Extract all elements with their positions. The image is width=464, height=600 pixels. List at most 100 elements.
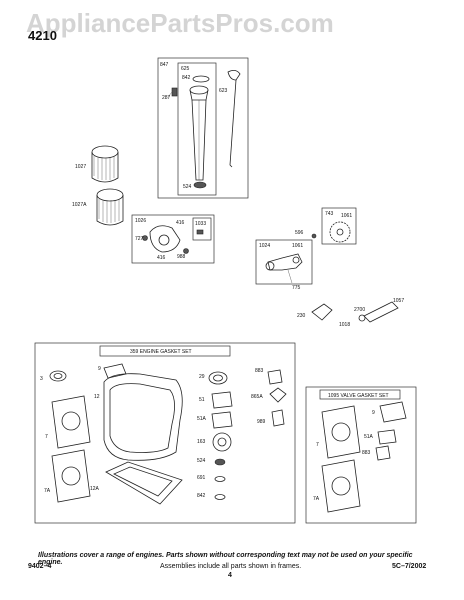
frame-847 <box>157 57 249 199</box>
gasket-883-part <box>267 369 283 385</box>
callout-1057: 1057 <box>393 298 404 304</box>
frame-359 <box>34 342 296 524</box>
tube-cap-part <box>189 85 209 95</box>
governor-shaft-part <box>292 256 300 264</box>
oil-pump-assembly: 1026 1033 416 727 416 988 <box>131 214 215 264</box>
valve-gasket-7-part <box>321 405 361 459</box>
pump-rotor-part <box>158 234 170 246</box>
label-v51A: 51A <box>364 434 374 440</box>
filter-1027-part <box>91 152 119 183</box>
label-691: 691 <box>197 475 206 481</box>
callout-1027: 1027 <box>75 164 86 170</box>
seal-29-inner <box>213 374 223 382</box>
valve-gasket-7A-bore <box>331 476 351 496</box>
filter-1027A-part <box>96 195 124 226</box>
gasket-51A-part <box>211 411 233 429</box>
gasket-865A-part <box>269 387 287 403</box>
footer-center: Assemblies include all parts shown in fr… <box>160 563 302 570</box>
label-524: 524 <box>197 458 206 464</box>
valve-gasket-7-bore <box>331 422 351 442</box>
gasket-12-part <box>103 373 183 461</box>
label-3: 3 <box>40 376 43 382</box>
callout-287: 287 <box>162 95 171 101</box>
title-box-359 <box>99 345 231 357</box>
frame-1024 <box>255 239 313 285</box>
label-v883: 883 <box>362 450 371 456</box>
seal-29-part <box>208 371 228 385</box>
title-box-1095 <box>319 389 401 400</box>
label-7A: 7A <box>44 488 51 494</box>
gasket-12-inner <box>109 383 175 453</box>
callout-1033: 1033 <box>195 221 206 227</box>
callout-1027A: 1027A <box>72 202 87 208</box>
dipstick-assembly: 847 625 842 287 623 524 <box>157 57 249 199</box>
callout-988: 988 <box>177 254 186 260</box>
callout-416-a: 416 <box>176 220 185 226</box>
gasket-163-part <box>212 432 232 452</box>
callout-625: 625 <box>181 66 190 72</box>
oil-filters: 1027 1027A <box>72 145 124 226</box>
valve-gasket-set-title: 1095 VALVE GASKET SET <box>328 393 389 399</box>
label-v9: 9 <box>372 410 375 416</box>
callout-1061-b: 1061 <box>292 243 303 249</box>
label-883: 883 <box>255 368 264 374</box>
ring-691-part <box>214 476 226 482</box>
ring-842-part <box>214 494 226 500</box>
tube-collar-part <box>189 89 209 101</box>
bolt-287-part <box>171 87 178 97</box>
valve-gasket-9-part <box>379 401 407 423</box>
gear-wheel-part <box>329 221 351 243</box>
gasket-163-inner <box>217 437 227 447</box>
engine-gasket-set-title: 359 ENGINE GASKET SET <box>130 349 192 355</box>
callout-1018: 1018 <box>339 322 350 328</box>
label-865A: 865A <box>251 394 263 400</box>
breather-230-part <box>311 303 333 321</box>
callout-743: 743 <box>325 211 334 217</box>
dipstick-tube-part <box>191 99 207 181</box>
engine-gasket-set: 359 ENGINE GASKET SET 3 9 12 7 7A 12A 29… <box>34 342 296 524</box>
gasket-7A-bore <box>61 466 81 486</box>
callout-524-top: 524 <box>183 184 192 190</box>
section-code: 4210 <box>28 28 57 43</box>
label-29: 29 <box>199 374 205 380</box>
frame-1095 <box>305 386 417 524</box>
label-163: 163 <box>197 439 206 445</box>
callout-2700: 2700 <box>354 307 365 313</box>
callout-775: 775 <box>292 285 301 291</box>
seal-3-inner <box>53 373 63 379</box>
footer-right: 5C–7/2002 <box>392 563 427 570</box>
callout-847: 847 <box>160 62 169 68</box>
footer-left: 9402–4 <box>28 563 52 570</box>
label-12A: 12A <box>90 486 100 492</box>
label-989: 989 <box>257 419 266 425</box>
gasket-7-bore <box>61 411 81 431</box>
gasket-12A-inner <box>113 466 173 497</box>
pump-housing-part <box>149 225 181 253</box>
valve-gasket-51A-part <box>377 429 397 445</box>
frame-625 <box>177 62 217 196</box>
dipstick-handle-part <box>227 70 241 81</box>
gear-assembly: 743 1061 596 1024 1061 775 <box>255 207 357 291</box>
callout-727: 727 <box>135 236 144 242</box>
governor-cup-part <box>265 261 275 271</box>
callout-1026: 1026 <box>135 218 146 224</box>
callout-842: 842 <box>182 75 191 81</box>
seal-3-part <box>49 370 67 382</box>
gasket-12A-part <box>105 461 183 505</box>
frame-1026 <box>131 214 215 264</box>
callout-416-b: 416 <box>157 255 166 261</box>
page-number: 4 <box>228 572 232 579</box>
gasket-7A-part <box>51 449 91 503</box>
breather-assembly: 1057 230 2700 1018 <box>297 298 404 328</box>
pump-valve-part <box>196 229 204 235</box>
watermark: AppliancePartsPros.com <box>26 8 334 38</box>
frame-1033 <box>192 217 212 241</box>
valve-gasket-set: 1095 VALVE GASKET SET 9 7 51A 883 7A <box>305 386 417 524</box>
pump-screw-part <box>142 235 148 241</box>
pump-pin-part <box>183 248 189 254</box>
label-v7A: 7A <box>313 496 320 502</box>
callout-230: 230 <box>297 313 306 319</box>
dipstick-rod-part <box>229 79 237 168</box>
gasket-7-part <box>51 395 91 449</box>
